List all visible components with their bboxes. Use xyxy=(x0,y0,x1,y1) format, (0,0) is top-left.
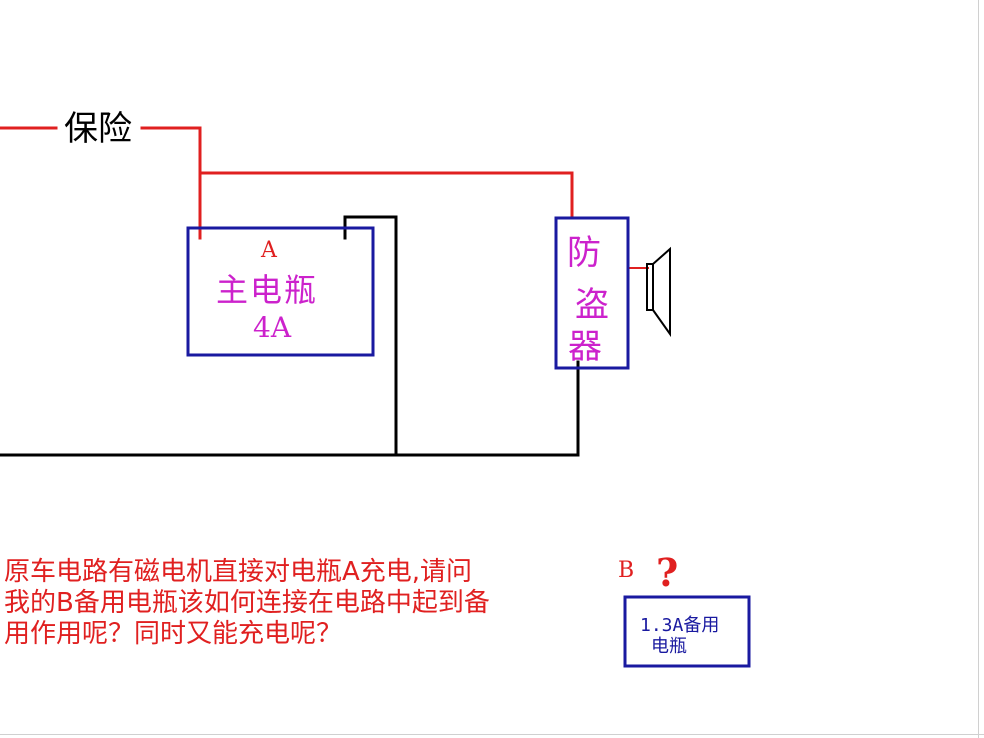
battery-b-letter: B xyxy=(618,558,635,583)
window-edge-right xyxy=(978,0,979,738)
alarm-label-char-3: 器 xyxy=(568,327,602,367)
fuse-wire-right xyxy=(140,126,202,240)
positive-wire-to-alarm xyxy=(198,171,574,220)
battery-a-capacity: 4A xyxy=(253,311,292,344)
question-text: 原车电路有磁电机直接对电瓶A充电,请问我的B备用电瓶该如何连接在电路中起到备用作… xyxy=(4,557,490,649)
battery-a-negative-wire xyxy=(343,215,398,457)
alarm-label-char-2: 盗 xyxy=(575,285,609,325)
alarm-box xyxy=(554,216,630,370)
battery-a-letter: A xyxy=(261,238,277,263)
battery-b-name: 电瓶 xyxy=(651,636,687,657)
fuse-label: 保险 xyxy=(64,109,132,149)
battery-b-box xyxy=(623,595,751,668)
battery-b-question-mark: ? xyxy=(656,550,679,595)
window-edge-bottom xyxy=(0,734,984,735)
battery-a-title: 主电瓶 xyxy=(216,271,319,309)
speaker-icon xyxy=(646,246,671,338)
battery-a-box xyxy=(186,226,375,357)
battery-b-capacity: 1.3A备用 xyxy=(640,615,720,636)
positive-wires xyxy=(0,126,649,269)
alarm-label-char-1: 防 xyxy=(567,233,601,273)
